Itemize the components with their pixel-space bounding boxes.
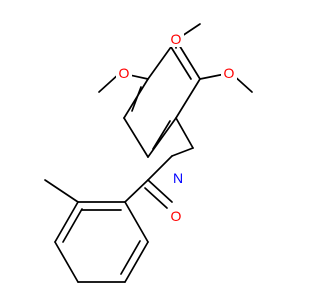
atom-label-layer: O O O N O bbox=[116, 31, 237, 224]
methoxy-oxygen-left-label: O bbox=[119, 65, 130, 81]
bond-n-to-ch2 bbox=[171, 147, 194, 157]
bond-carbonyl-to-n bbox=[147, 155, 173, 181]
bond-ring-b-inner-3 bbox=[152, 120, 171, 150]
carbonyl-oxygen-label: O bbox=[171, 208, 182, 224]
bond-ring-a-2 bbox=[124, 201, 149, 243]
bond-methyl bbox=[44, 179, 79, 203]
methoxy-oxygen-top-label: O bbox=[171, 31, 182, 47]
bond-ring-a-6 bbox=[54, 201, 79, 243]
bond-layer bbox=[44, 23, 253, 283]
bond-ring-b-1 bbox=[175, 78, 201, 119]
bond-ring-b-inner-2 bbox=[131, 86, 142, 112]
bond-right-methoxy-o bbox=[199, 73, 226, 80]
bond-carbonyl-double-outer bbox=[147, 179, 173, 203]
bond-ring-a-inner-3 bbox=[62, 208, 83, 243]
bond-ring-a-3 bbox=[124, 241, 149, 283]
bond-ring-a-inner-2 bbox=[120, 240, 141, 275]
molecule-structure-diagram: O O O N O bbox=[44, 23, 253, 283]
bond-ring-a-5 bbox=[54, 241, 79, 283]
bond-ring-to-carbonyl bbox=[124, 179, 149, 203]
methoxy-oxygen-right-label: O bbox=[224, 65, 235, 81]
bond-ring-b-inner-1 bbox=[170, 46, 192, 80]
bond-ring-b-5 bbox=[123, 117, 149, 158]
bond-ch2-to-ring bbox=[175, 117, 194, 149]
bond-ring-b-6 bbox=[147, 117, 177, 158]
amide-nitrogen-label: N bbox=[173, 170, 183, 186]
bond-carbonyl-double-inner bbox=[144, 187, 168, 209]
